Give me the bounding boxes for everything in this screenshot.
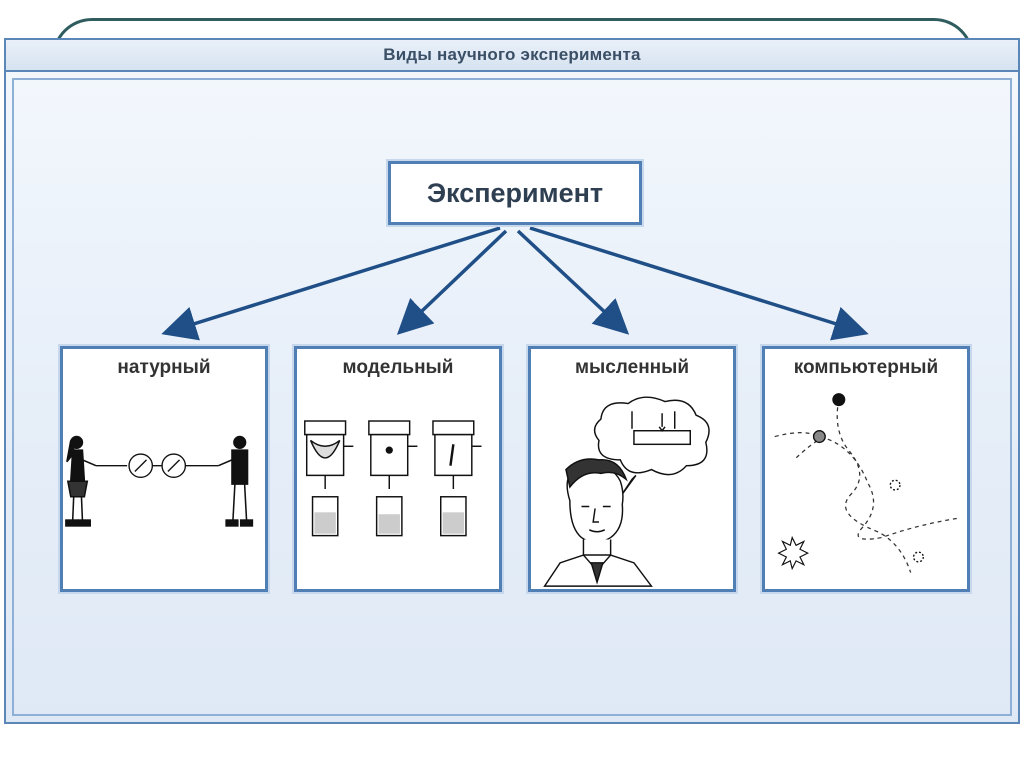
card-label-mental: мысленный: [574, 357, 690, 378]
card-label-computer: компьютерный: [793, 357, 939, 378]
thinking-man-with-thought-bubble-icon: [543, 396, 710, 587]
slide-title: Виды научного эксперимента: [383, 45, 641, 64]
two-skaters-with-spring-balances-icon: [65, 435, 254, 527]
root-label: Эксперимент: [426, 177, 604, 208]
particle-trajectories-simulation-icon: [774, 393, 960, 573]
root-node: Эксперимент: [388, 161, 642, 225]
card-label-natural: натурный: [117, 357, 211, 378]
card-label-model: модельный: [342, 357, 454, 378]
three-filter-devices-with-beakers-icon: [304, 420, 482, 537]
card-mental: мысленный: [528, 346, 736, 592]
card-natural: натурный: [60, 346, 268, 592]
card-model: модельный: [294, 346, 502, 592]
inner-frame: [12, 78, 1012, 716]
card-computer: компьютерный: [762, 346, 970, 592]
title-bar: Виды научного эксперимента: [6, 40, 1018, 72]
